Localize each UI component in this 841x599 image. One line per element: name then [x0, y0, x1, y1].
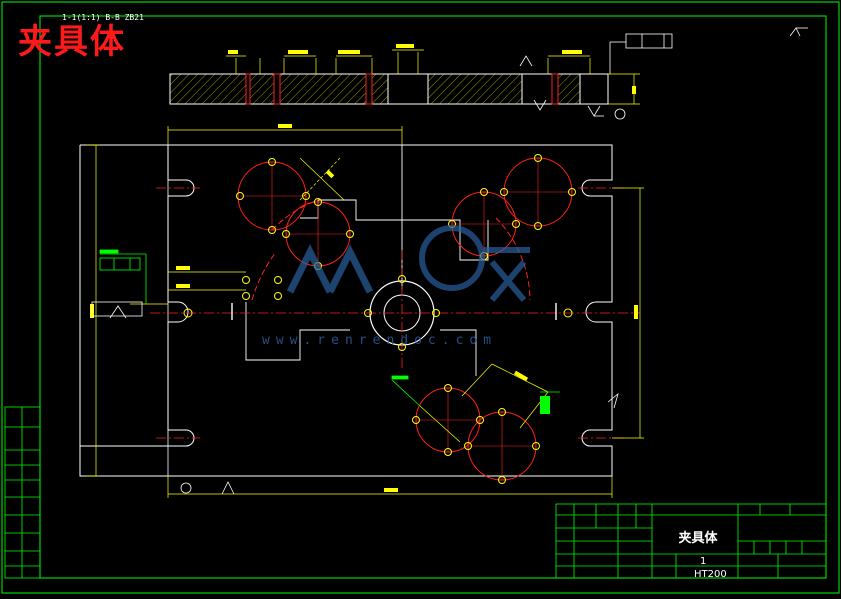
watermark-logo — [286, 225, 530, 302]
title-block — [555, 503, 827, 579]
side-table — [4, 406, 41, 579]
title-block-part-name: 夹具体 — [678, 531, 718, 546]
section-view — [169, 33, 673, 120]
inner-frame — [39, 15, 827, 579]
title-block-quantity: 1 — [700, 556, 707, 567]
drawing-title: 夹具体 — [18, 22, 126, 62]
title-block-material: HT200 — [694, 569, 727, 580]
plan-view — [79, 124, 644, 498]
roughness-note — [789, 27, 808, 37]
watermark-domain: www.renrendoc.com — [262, 333, 498, 348]
section-label: 1-1(1:1) B-B ZB21 — [62, 13, 144, 22]
